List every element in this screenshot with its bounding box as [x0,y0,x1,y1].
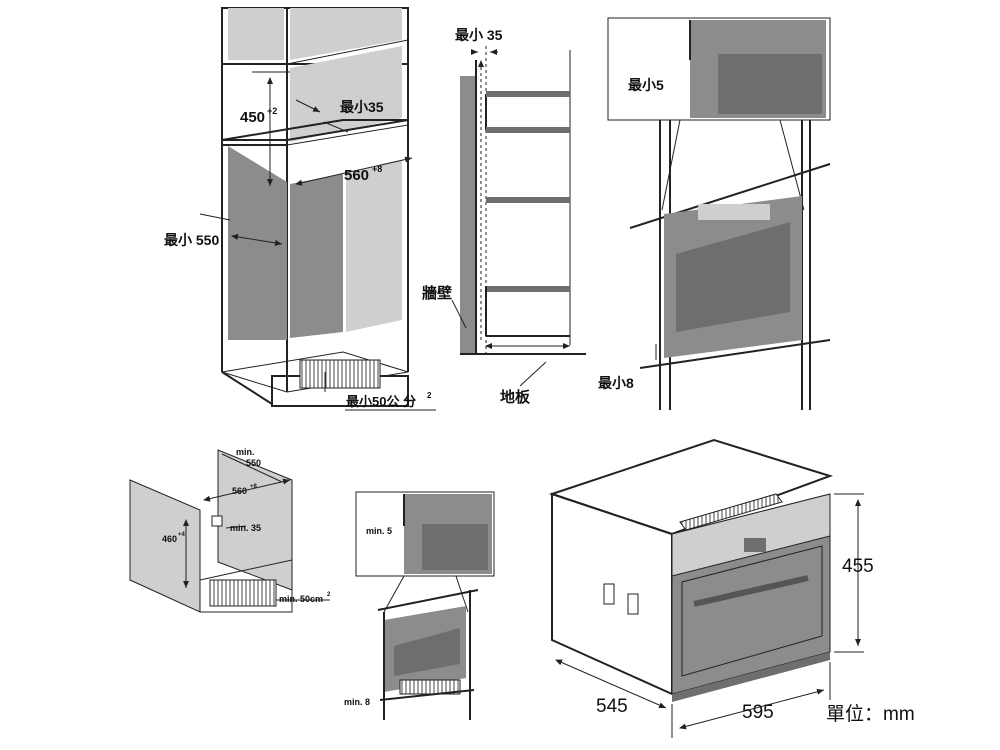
wall-section-drawing: 最小 35 牆壁 地板 [422,27,586,406]
bl-min-550-b: 550 [246,458,261,468]
unit-label: 單位：mm [826,703,915,725]
bl-width-tolerance: +8 [250,484,258,490]
min-8-label: 最小8 [598,375,634,391]
bl-vent-area: min. 50cm [279,594,323,604]
bl-width-label: 560 [232,486,247,496]
section-shelves [485,91,570,337]
niche-height-tolerance: +2 [267,106,277,116]
wall-label: 牆壁 [422,284,452,302]
oven-dimensions-drawing: 455 545 595 單位：mm [548,438,915,738]
vent-area-superscript: 2 [427,391,432,400]
floor-label: 地板 [500,388,531,406]
niche-width-label: 560 [344,167,369,184]
oven-width-label: 595 [742,702,774,723]
bl-min-550-a: min. [236,447,255,457]
niche-height-label: 450 [240,109,265,126]
under-counter-cabinet-drawing: min. 550 560 +8 460 +4 min. 35 min. 50cm… [129,447,331,613]
vent-area-label: 最小50公 分 [346,394,416,409]
min-5-label: 最小5 [628,77,664,93]
niche-width-tolerance: +8 [372,164,382,174]
under-counter-oven-drawing: min. 5 min. 8 [344,491,495,720]
bm-min-8: min. 8 [344,697,370,707]
bl-height-label: 460 [162,534,177,544]
bl-height-tolerance: +4 [178,532,186,538]
oven-depth-label: 545 [596,696,628,717]
bl-vent-superscript: 2 [327,592,331,598]
bl-min-35: min. 35 [230,523,261,533]
min-35-top-label: 最小 35 [455,27,503,43]
min-depth-label: 最小35 [340,99,384,115]
installed-oven-drawing: 最小5 最小8 [598,17,831,410]
min-550-label: 最小 550 [164,232,219,248]
bm-min-5: min. 5 [366,526,392,536]
oven-height-label: 455 [842,556,874,577]
tall-cabinet-drawing: 450 +2 最小35 560 +8 最小 550 最小50公 分 2 [164,7,436,411]
